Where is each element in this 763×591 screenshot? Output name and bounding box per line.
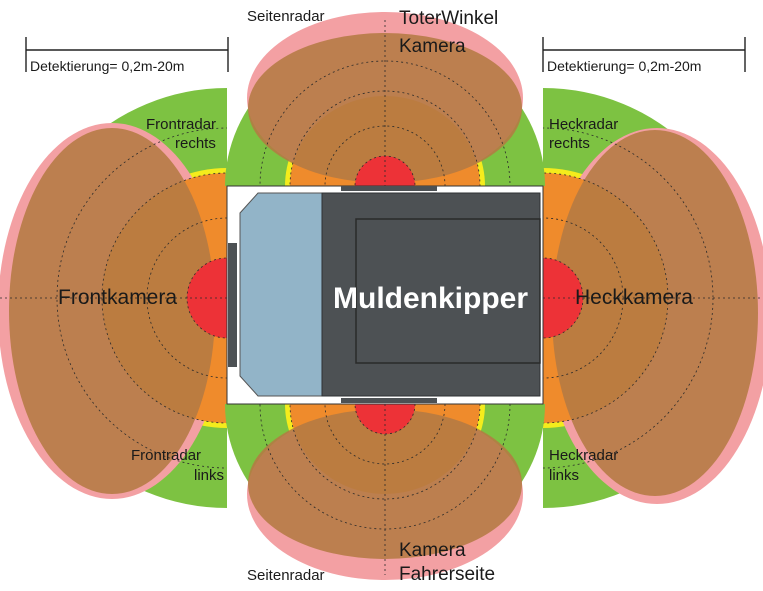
bottom-side-sensor [341, 398, 437, 403]
truck-body [321, 192, 541, 397]
rear-radar-left-label-line2: links [549, 467, 580, 484]
front-radar-left-label-line2: links [194, 467, 225, 484]
top-side-radar-label: Seitenradar [247, 8, 325, 25]
bottom-camera-label-line2: Fahrerseite [399, 564, 496, 585]
rear-radar-right-label-line2: rechts [549, 135, 590, 152]
detection-range-left-label: Detektierung= 0,2m-20m [28, 58, 187, 74]
detection-range-left-bracket [25, 37, 229, 72]
bottom-side-coverage-zone [225, 404, 545, 580]
detection-range-right-bracket [542, 37, 746, 72]
truck-bed [355, 218, 541, 364]
front-camera-brown-zone [9, 128, 215, 494]
top-side-sensor [341, 186, 437, 191]
top-side-coverage-zone [225, 12, 545, 186]
top-camera-label-line1: ToterWinkel [399, 8, 499, 29]
rear-coverage-zone [543, 88, 763, 508]
rear-camera-brown-zone [552, 130, 758, 496]
truck-cab [239, 192, 327, 397]
front-red-zone [187, 258, 227, 338]
top-camera-brown-zone [248, 33, 522, 183]
front-coverage-zone [0, 88, 227, 508]
bottom-side-radar-label: Seitenradar [247, 567, 325, 584]
rear-radar-right-label-line1: Heckradar [549, 116, 619, 133]
front-camera-label: Frontkamera [58, 286, 178, 309]
bottom-red-zone [355, 404, 415, 434]
detection-range-right-label: Detektierung= 0,2m-20m [545, 58, 704, 74]
front-radar-left-label-line1: Frontradar [131, 447, 202, 464]
front-bumper [228, 243, 237, 367]
vehicle-label: Muldenkipper [333, 282, 529, 315]
truck [226, 185, 544, 405]
front-radar-right-label-line1: Frontradar [146, 116, 217, 133]
rear-camera-label: Heckkamera [575, 286, 693, 309]
rear-red-zone [543, 258, 583, 338]
top-camera-label-line2: Kamera [399, 36, 466, 57]
bottom-camera-label-line1: Kamera [399, 540, 466, 561]
rear-radar-left-label-line1: Heckradar [549, 447, 619, 464]
front-radar-right-label-line2: rechts [175, 135, 216, 152]
